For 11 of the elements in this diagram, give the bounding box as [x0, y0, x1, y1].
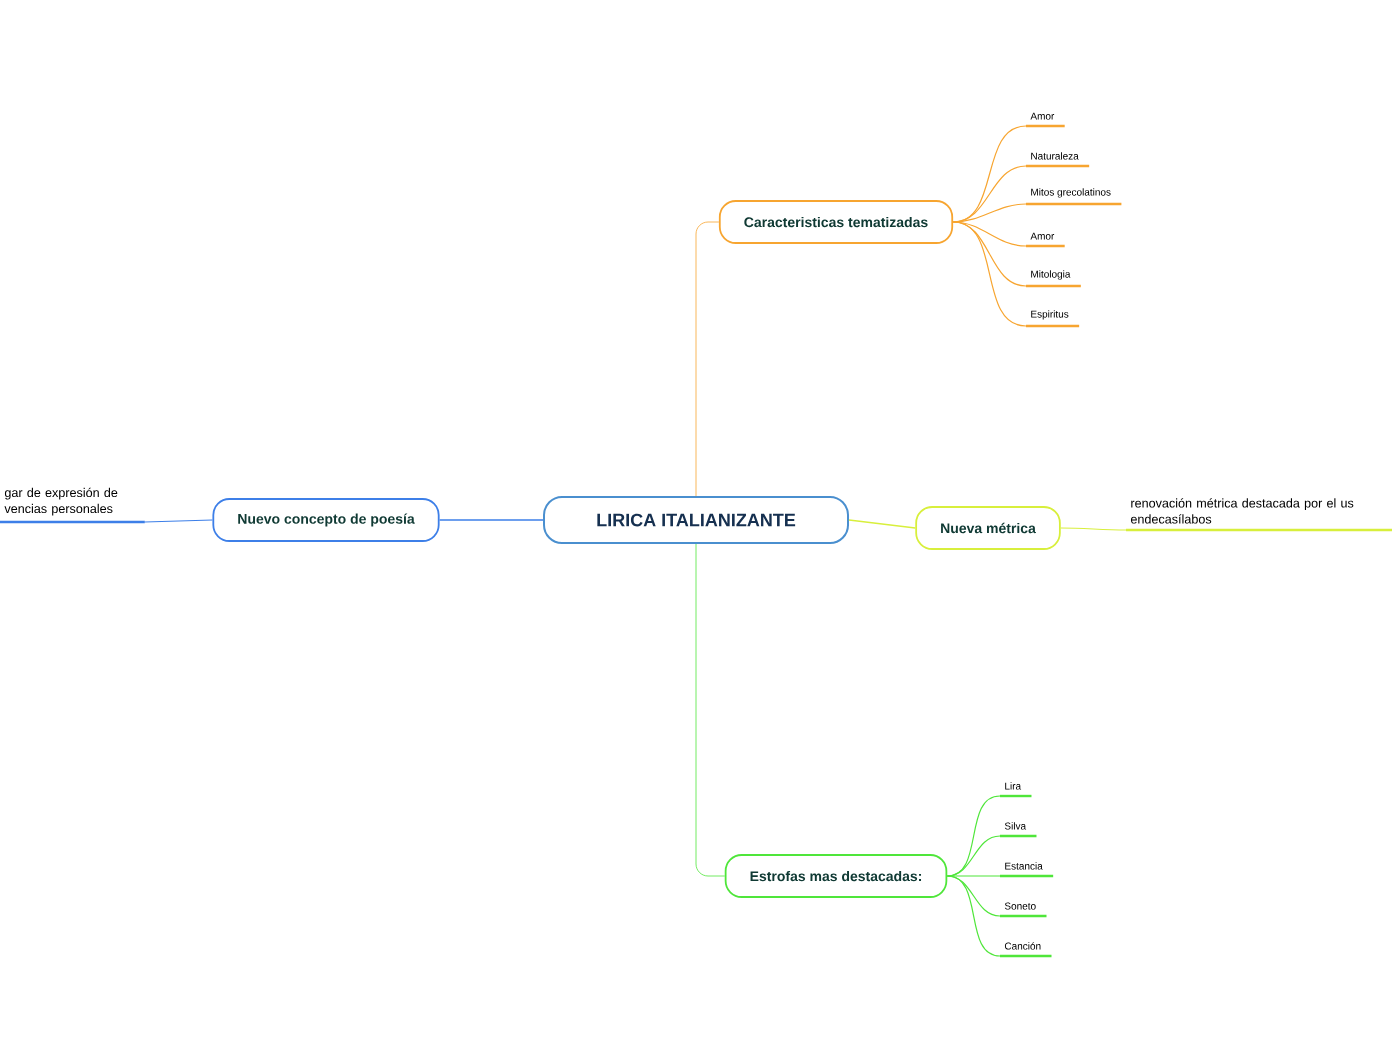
connector [848, 519, 917, 529]
connector [1060, 527, 1127, 531]
connector [946, 875, 1001, 957]
connector [144, 519, 213, 523]
connector [952, 203, 1027, 223]
central-topic-box: LIRICA ITALIANIZANTE [543, 496, 849, 544]
connector [946, 875, 1001, 877]
connector [438, 519, 544, 521]
connector [952, 221, 1027, 327]
connector [695, 543, 726, 877]
connector [695, 221, 720, 497]
